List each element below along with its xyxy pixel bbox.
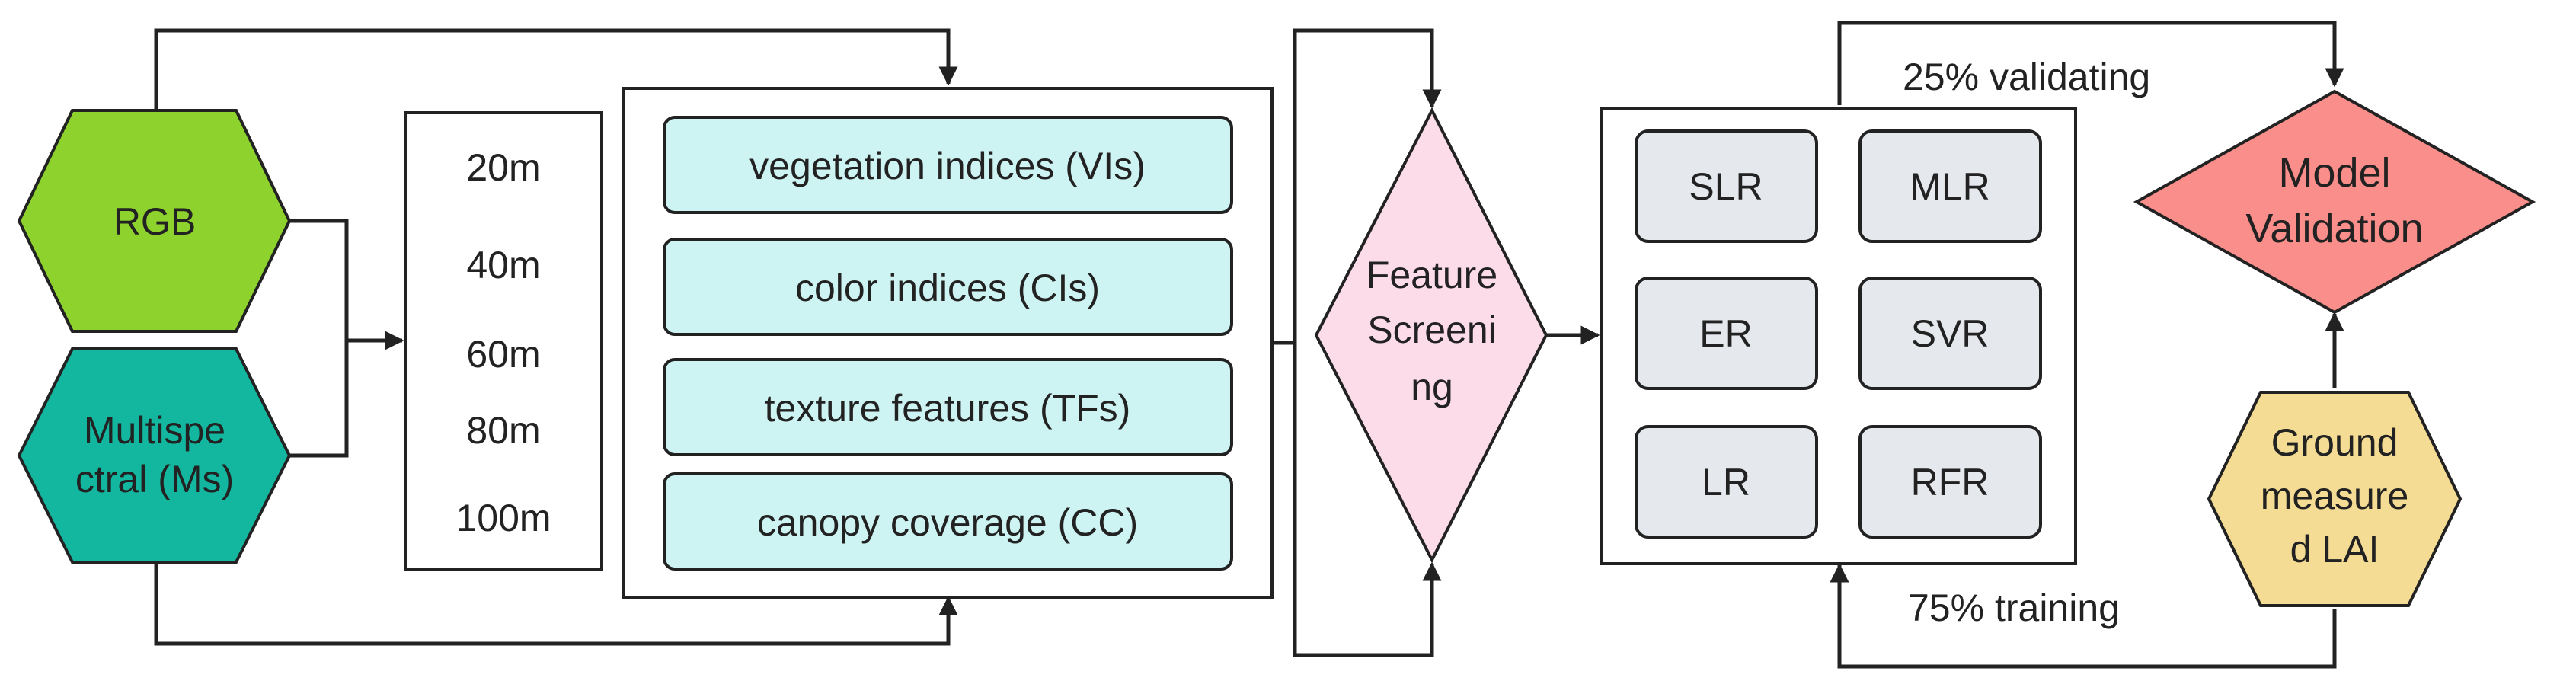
edge-features-to-screening [1272,28,1442,345]
altitude-80m: 80m [466,409,540,452]
feature-color-label: color indices (CIs) [795,267,1100,309]
edge-rgb-merge [289,219,349,456]
edge-models-to-validation [1837,21,2344,105]
validation-label-line2: Validation [2245,206,2423,251]
ground-lai-node: Ground measure d LAI [2207,391,2463,607]
training-split-label: 75% training [1908,587,2120,629]
models-box: SLR MLR ER SVR LR RFR [1600,107,2077,565]
model-mlr: MLR [1858,129,2042,243]
screening-label-line1: Feature [1366,254,1497,296]
feature-vegetation-label: vegetation indices (VIs) [749,145,1146,187]
model-lr: LR [1635,425,1818,539]
model-slr: SLR [1635,129,1818,243]
feature-texture-features: texture features (TFs) [663,358,1233,456]
screening-label-line3: ng [1411,366,1453,408]
ground-label-line1: Ground [2271,421,2399,464]
feature-texture-label: texture features (TFs) [765,387,1131,430]
feature-box: vegetation indices (VIs) color indices (… [622,87,1274,599]
model-mlr-label: MLR [1910,165,1990,208]
model-slr-label: SLR [1689,165,1763,208]
model-svr: SVR [1858,277,2042,390]
altitude-60m: 60m [466,333,540,376]
model-validation-node: Model Validation [2133,89,2536,315]
altitude-40m: 40m [466,244,540,286]
validation-label-line1: Model [2278,150,2390,196]
validating-split-label: 25% validating [1903,56,2150,98]
ground-label-line3: d LAI [2290,528,2379,571]
altitude-20m: 20m [466,146,540,189]
model-rfr-label: RFR [1911,461,1990,504]
edge-ground-to-models [1830,563,2337,669]
edge-ms-merge [289,221,349,458]
altitude-100m: 100m [455,497,551,539]
multispectral-label-line1: Multispe [84,409,225,452]
model-er: ER [1635,277,1818,390]
feature-canopy-label: canopy coverage (CC) [757,501,1138,544]
model-rfr: RFR [1858,425,2042,539]
edge-ms-to-features [154,533,958,646]
ground-label-line2: measure [2261,475,2409,517]
feature-screening-node: Feature Screeni ng [1314,107,1548,564]
multispectral-node: Multispe ctral (Ms) [17,347,292,564]
model-lr-label: LR [1702,461,1750,504]
edge-rgb-to-features [154,28,958,110]
altitude-box: 20m 40m 60m 80m 100m [404,111,603,571]
edge-features-to-screening-bottom [1293,343,1442,657]
feature-canopy-coverage: canopy coverage (CC) [663,472,1233,571]
multispectral-label-line2: ctral (Ms) [75,458,234,500]
feature-vegetation-indices: vegetation indices (VIs) [663,116,1233,214]
model-er-label: ER [1699,312,1752,355]
rgb-label: RGB [113,200,196,243]
model-svr-label: SVR [1911,312,1990,355]
rgb-node: RGB [17,109,292,333]
feature-color-indices: color indices (CIs) [663,238,1233,336]
screening-label-line2: Screeni [1367,309,1497,351]
